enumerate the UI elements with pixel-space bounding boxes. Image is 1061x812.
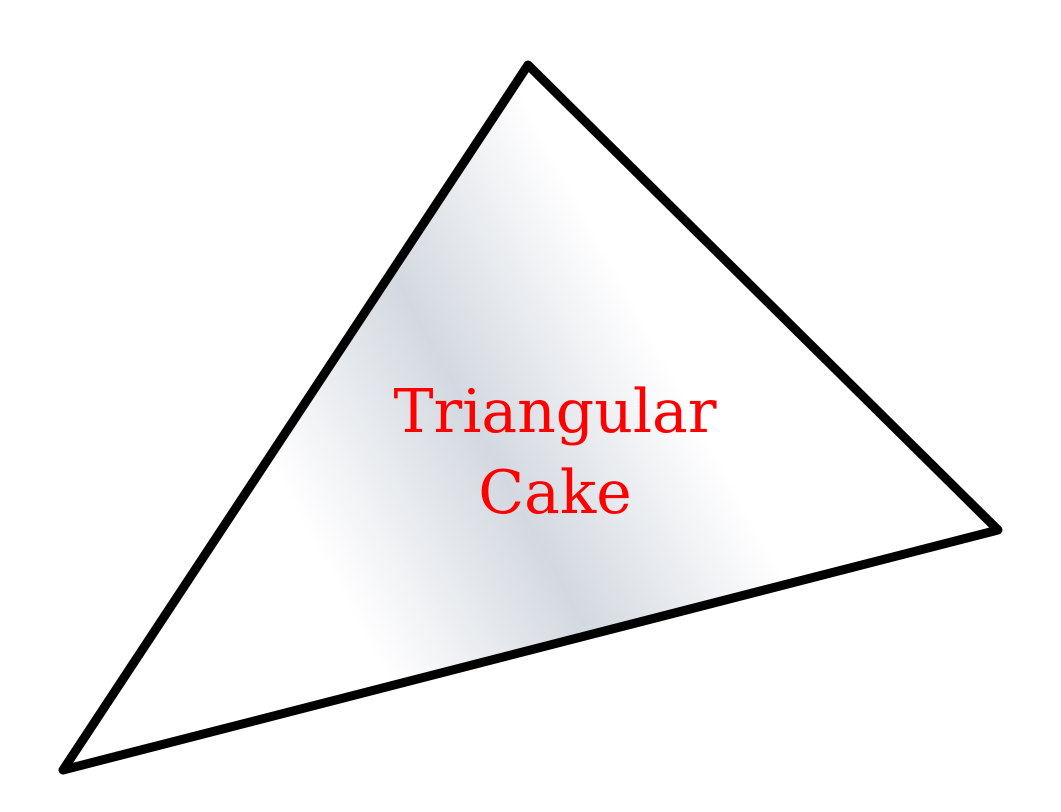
label-cake: Cake: [478, 458, 632, 528]
label-triangular: Triangular: [394, 377, 717, 447]
triangle-shape: [58, 60, 1003, 775]
